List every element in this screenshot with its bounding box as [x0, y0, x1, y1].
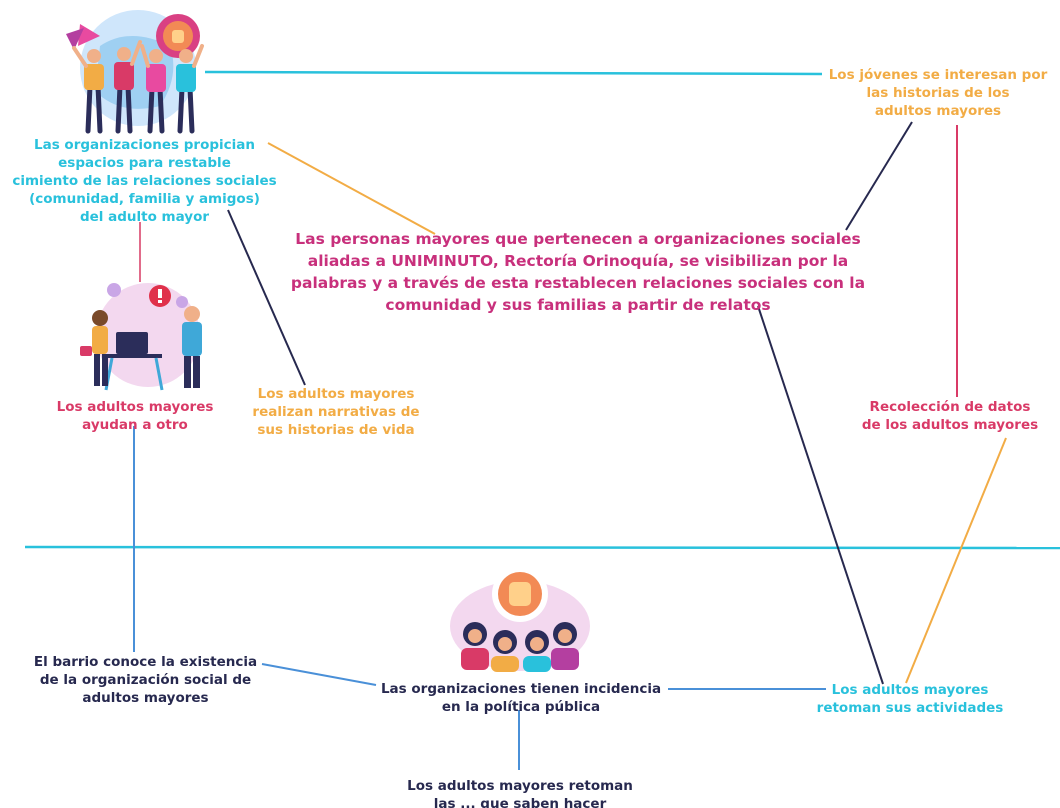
node-narrativas: Los adultos mayores realizan narrativas … [252, 386, 420, 438]
node-barrio: El barrio conoce la existencia de la org… [33, 654, 258, 706]
node-ayudan-a-otro: Los adultos mayores ayudan a otro [56, 399, 214, 433]
line-barrio-to-incidencia [261, 663, 377, 686]
node-organizaciones-espacios: Las organizaciones propician espacios pa… [12, 137, 277, 225]
people-celebrating-globe-illustration [66, 10, 204, 134]
node-retoman-actividades: Los adultos mayores retoman sus activida… [816, 682, 1004, 716]
node-incidencia: Las organizaciones tienen incidencia en … [380, 681, 662, 715]
line-recoleccion-to-retoman [905, 437, 1007, 684]
office-conversation-illustration [80, 283, 202, 391]
line-central-to-retoman [757, 305, 884, 685]
divider-line [24, 545, 1060, 550]
node-retoman-bottom: Los adultos mayores retoman las ... que … [407, 778, 633, 808]
line-jovenes-to-central [845, 121, 913, 231]
raised-fist-community-illustration [450, 566, 590, 672]
line-top-to-jovenes [204, 70, 823, 76]
line-organizaciones-to-central [267, 142, 436, 235]
node-recoleccion-datos: Recolección de datos de los adultos mayo… [861, 399, 1039, 433]
node-jovenes-interesan: Los jóvenes se interesan por las histori… [828, 67, 1048, 119]
line-organizaciones-to-narrativas [227, 209, 306, 386]
node-central-statement: Las personas mayores que pertenecen a or… [290, 230, 866, 314]
